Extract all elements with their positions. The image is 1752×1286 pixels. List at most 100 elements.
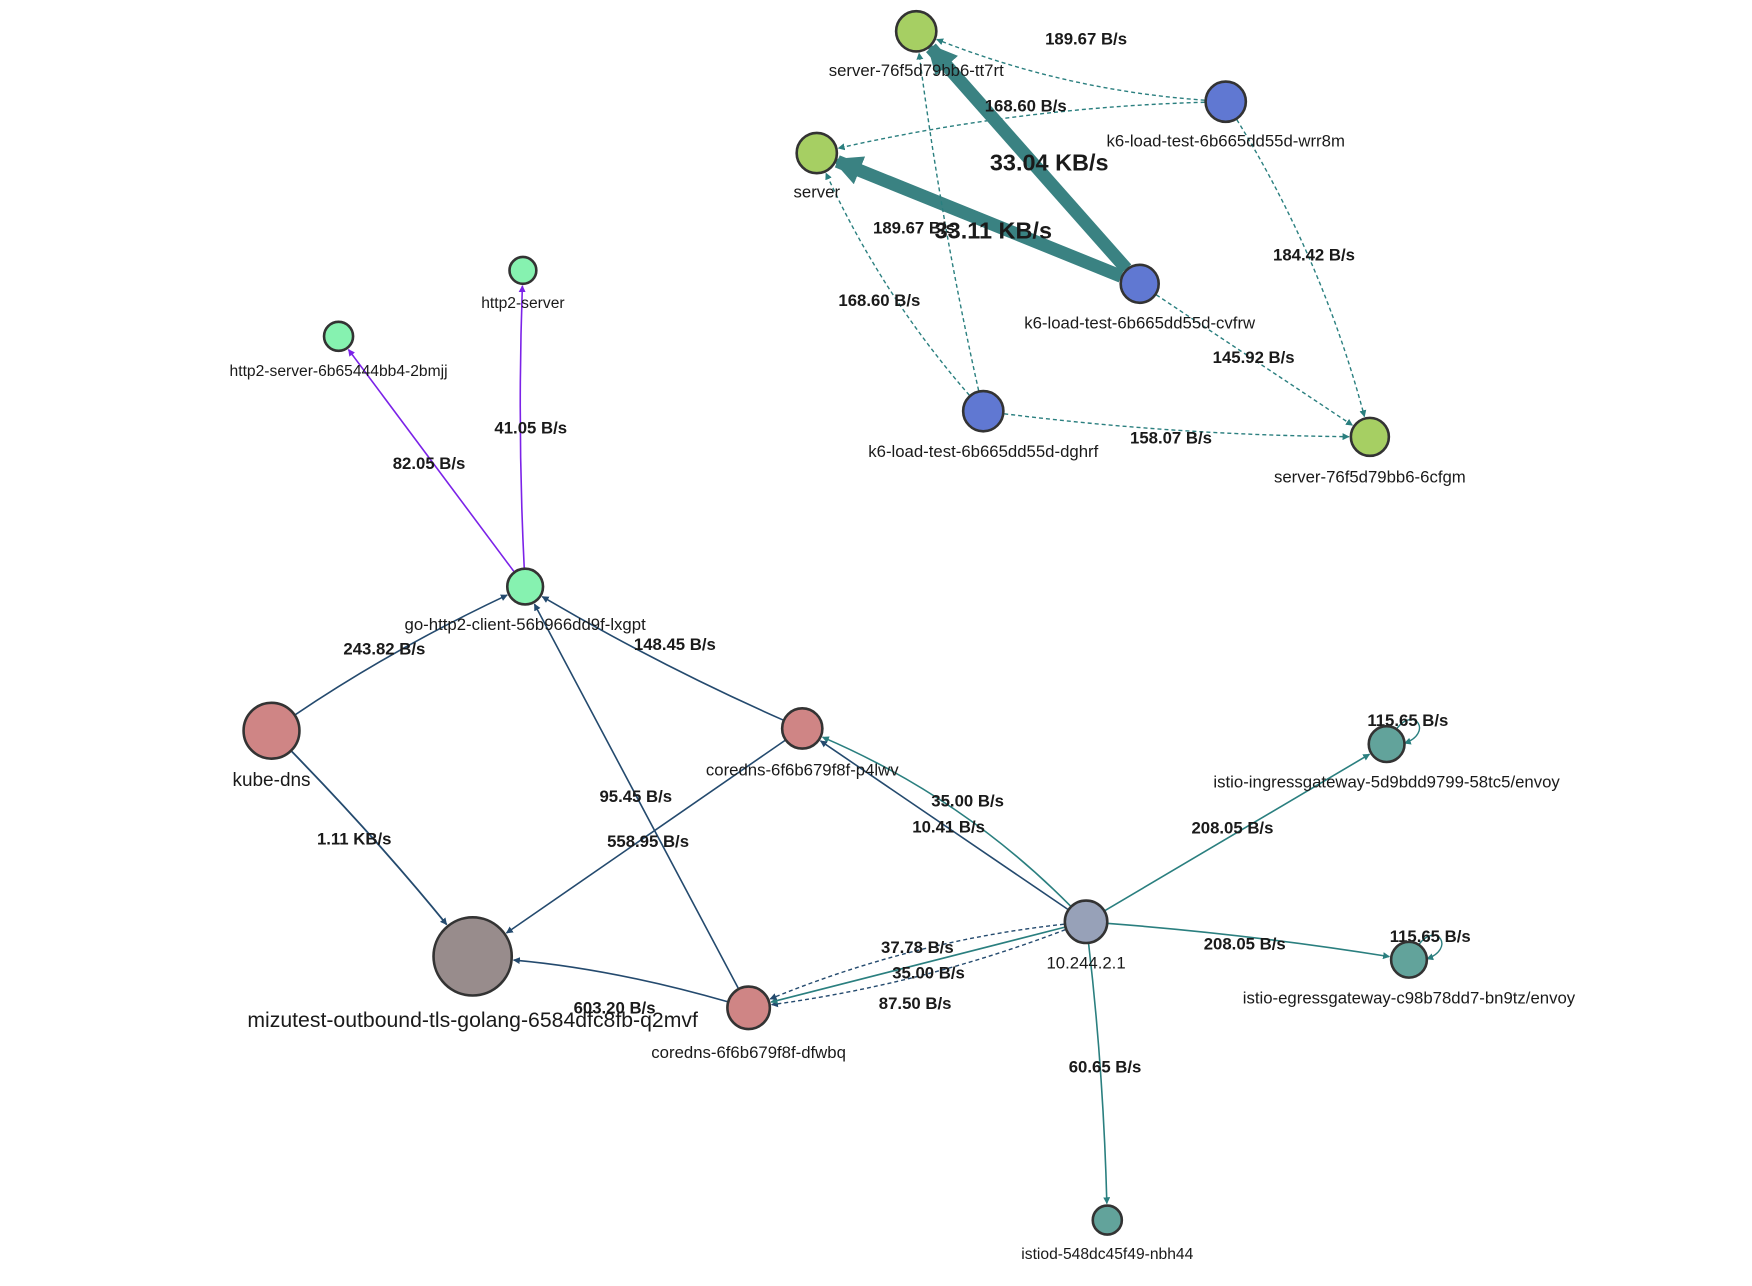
edge-ip-to-coredns-dfwbq-20[interactable] — [770, 926, 1065, 1004]
node-label-egress: istio-egressgateway-c98b78dd7-bn9tz/envo… — [1243, 988, 1576, 1007]
edge-label-35-00-b-s-17: 35.00 B/s — [931, 792, 1004, 811]
node-circle-h2srv-2bmjj[interactable] — [322, 320, 355, 353]
edge-label-87-50-b-s-21: 87.50 B/s — [879, 994, 952, 1013]
edge-k6-dghrf-to-srv-5[interactable] — [825, 172, 970, 396]
node-circle-ingress[interactable] — [1367, 724, 1406, 764]
node-label-istiod: istiod-548dc45f49-nbh44 — [1021, 1246, 1193, 1263]
node-circle-ip[interactable] — [1063, 899, 1109, 945]
node-label-srv: server — [794, 183, 841, 202]
node-circle-egress[interactable] — [1389, 940, 1429, 979]
node-coredns-dfwbq[interactable]: coredns-6f6b679f8f-dfwbq — [651, 985, 846, 1062]
node-circle-k6-cvfrw[interactable] — [1119, 263, 1160, 305]
node-circle-srv[interactable] — [795, 131, 839, 175]
edge-label-208-05-b-s-23: 208.05 B/s — [1204, 935, 1286, 954]
edge-ip-to-egress-23[interactable] — [1108, 922, 1391, 960]
edge-label-168-60-b-s-1: 168.60 B/s — [985, 97, 1067, 116]
node-h2srv[interactable]: http2-server — [481, 255, 565, 312]
edge-label-10-41-b-s-18: 10.41 B/s — [912, 817, 985, 836]
node-circle-coredns-p4lwv[interactable] — [780, 707, 824, 750]
node-label-srv-tt7rt: server-76f5d79bb6-tt7rt — [829, 61, 1004, 80]
edge-label-243-82-b-s-11: 243.82 B/s — [343, 640, 425, 659]
node-label-k6-cvfrw: k6-load-test-6b665dd55d-cvfrw — [1024, 313, 1256, 332]
edge-k6-cvfrw-to-srv-3[interactable] — [831, 155, 1124, 283]
edge-coredns-p4lwv-to-mizutest-15[interactable] — [505, 739, 786, 934]
edge-goclient-to-h2srv-10[interactable] — [518, 285, 526, 568]
node-label-coredns-p4lwv: coredns-6f6b679f8f-p4lwv — [706, 760, 899, 779]
node-h2srv-2bmjj[interactable]: http2-server-6b65444bb4-2bmjj — [230, 320, 448, 380]
edge-egress-to-egress-26[interactable] — [1418, 934, 1443, 961]
edge-ip-to-ingress-22[interactable] — [1104, 753, 1371, 912]
node-goclient[interactable]: go-http2-client-56b966dd9f-lxgpt — [405, 567, 647, 634]
node-istiod[interactable]: istiod-548dc45f49-nbh44 — [1021, 1204, 1194, 1263]
node-label-k6-wrr8m: k6-load-test-6b665dd55d-wrr8m — [1107, 131, 1345, 150]
edge-label-558-95-b-s-15: 558.95 B/s — [607, 832, 689, 851]
node-ip[interactable]: 10.244.2.1 — [1046, 899, 1126, 973]
edge-coredns-p4lwv-to-goclient-12[interactable] — [541, 595, 784, 721]
edge-k6-dghrf-to-srv-tt7rt-4[interactable] — [916, 52, 980, 391]
edge-k6-dghrf-to-srv-6cfgm-8[interactable] — [1004, 413, 1350, 441]
edges-layer — [291, 38, 1443, 1205]
node-egress[interactable]: istio-egressgateway-c98b78dd7-bn9tz/envo… — [1243, 940, 1576, 1007]
node-k6-wrr8m[interactable]: k6-load-test-6b665dd55d-wrr8m — [1107, 80, 1345, 151]
edge-label-158-07-b-s-8: 158.07 B/s — [1130, 429, 1212, 448]
edge-ip-to-coredns-dfwbq-21[interactable] — [769, 923, 1065, 1000]
edge-k6-wrr8m-to-srv-tt7rt-0[interactable] — [936, 38, 1205, 101]
node-label-mizutest: mizutest-outbound-tls-golang-6584dfc8fb-… — [247, 1009, 698, 1032]
edge-label-35-00-b-s-20: 35.00 B/s — [892, 964, 965, 983]
edge-ip-to-istiod-24[interactable] — [1087, 943, 1111, 1205]
nodes-layer: server-76f5d79bb6-tt7rt server k6-load-tes… — [230, 9, 1576, 1263]
node-circle-kubedns[interactable] — [242, 701, 301, 760]
node-label-coredns-dfwbq: coredns-6f6b679f8f-dfwbq — [651, 1043, 846, 1062]
edge-ip-to-coredns-p4lwv-17[interactable] — [821, 736, 1071, 907]
node-circle-k6-wrr8m[interactable] — [1204, 80, 1248, 124]
node-label-h2srv: http2-server — [481, 295, 564, 312]
edge-label-37-78-b-s-19: 37.78 B/s — [881, 938, 954, 957]
edge-label-33-04-kb-s-2: 33.04 KB/s — [990, 149, 1109, 175]
node-mizutest[interactable]: mizutest-outbound-tls-golang-6584dfc8fb-… — [247, 915, 698, 1032]
edge-k6-cvfrw-to-srv-6cfgm-7[interactable] — [1155, 294, 1353, 426]
edge-label-168-60-b-s-5: 168.60 B/s — [838, 291, 920, 310]
node-kubedns[interactable]: kube-dns — [232, 701, 311, 791]
edge-coredns-dfwbq-to-goclient-13[interactable] — [533, 603, 739, 989]
node-circle-coredns-dfwbq[interactable] — [726, 985, 772, 1031]
node-circle-h2srv[interactable] — [508, 255, 538, 286]
node-circle-goclient[interactable] — [505, 567, 545, 606]
edge-labels-layer: 189.67 B/s 168.60 B/s 33.04 KB/s 33.11 KB/s… — [317, 30, 1471, 1077]
node-srv-6cfgm[interactable]: server-76f5d79bb6-6cfgm — [1274, 416, 1466, 487]
node-circle-srv-6cfgm[interactable] — [1349, 416, 1391, 458]
node-srv-tt7rt[interactable]: server-76f5d79bb6-tt7rt — [829, 9, 1004, 80]
node-srv[interactable]: server — [794, 131, 841, 202]
edge-coredns-dfwbq-to-mizutest-16[interactable] — [512, 957, 728, 1003]
edge-ingress-to-ingress-25[interactable] — [1395, 718, 1421, 745]
node-label-ip: 10.244.2.1 — [1046, 954, 1125, 973]
edge-label-603-20-b-s-16: 603.20 B/s — [574, 998, 656, 1017]
node-label-ingress: istio-ingressgateway-5d9bdd9799-58tc5/en… — [1213, 773, 1560, 792]
edge-k6-wrr8m-to-srv-6cfgm-6[interactable] — [1236, 119, 1367, 418]
node-circle-mizutest[interactable] — [432, 915, 514, 997]
node-circle-k6-dghrf[interactable] — [961, 389, 1005, 433]
node-circle-istiod[interactable] — [1091, 1204, 1124, 1236]
node-ingress[interactable]: istio-ingressgateway-5d9bdd9799-58tc5/en… — [1213, 724, 1560, 792]
node-label-kubedns: kube-dns — [232, 770, 310, 791]
edge-label-189-67-b-s-4: 189.67 B/s — [873, 218, 955, 237]
edge-label-145-92-b-s-7: 145.92 B/s — [1213, 348, 1295, 367]
edge-label-82-05-b-s-9: 82.05 B/s — [393, 454, 466, 473]
node-k6-cvfrw[interactable]: k6-load-test-6b665dd55d-cvfrw — [1024, 263, 1256, 333]
node-k6-dghrf[interactable]: k6-load-test-6b665dd55d-dghrf — [868, 389, 1099, 461]
node-circle-srv-tt7rt[interactable] — [894, 9, 938, 53]
edge-k6-wrr8m-to-srv-1[interactable] — [837, 101, 1205, 151]
node-coredns-p4lwv[interactable]: coredns-6f6b679f8f-p4lwv — [706, 707, 899, 779]
edge-label-189-67-b-s-0: 189.67 B/s — [1045, 30, 1127, 49]
edge-kubedns-to-goclient-11[interactable] — [295, 594, 508, 716]
edge-goclient-to-h2srv-2bmjj-9[interactable] — [347, 348, 515, 572]
edge-kubedns-to-mizutest-14[interactable] — [291, 750, 448, 926]
edge-label-148-45-b-s-12: 148.45 B/s — [634, 635, 716, 654]
edge-label-95-45-b-s-13: 95.45 B/s — [599, 787, 672, 806]
node-label-goclient: go-http2-client-56b966dd9f-lxgpt — [405, 615, 647, 634]
edge-ip-to-coredns-p4lwv-18[interactable] — [819, 740, 1069, 910]
edge-label-33-11-kb-s-3: 33.11 KB/s — [935, 218, 1052, 244]
edge-k6-cvfrw-to-srv-tt7rt-2[interactable] — [926, 43, 1132, 274]
node-label-k6-dghrf: k6-load-test-6b665dd55d-dghrf — [868, 442, 1098, 461]
node-label-h2srv-2bmjj: http2-server-6b65444bb4-2bmjj — [230, 363, 448, 380]
